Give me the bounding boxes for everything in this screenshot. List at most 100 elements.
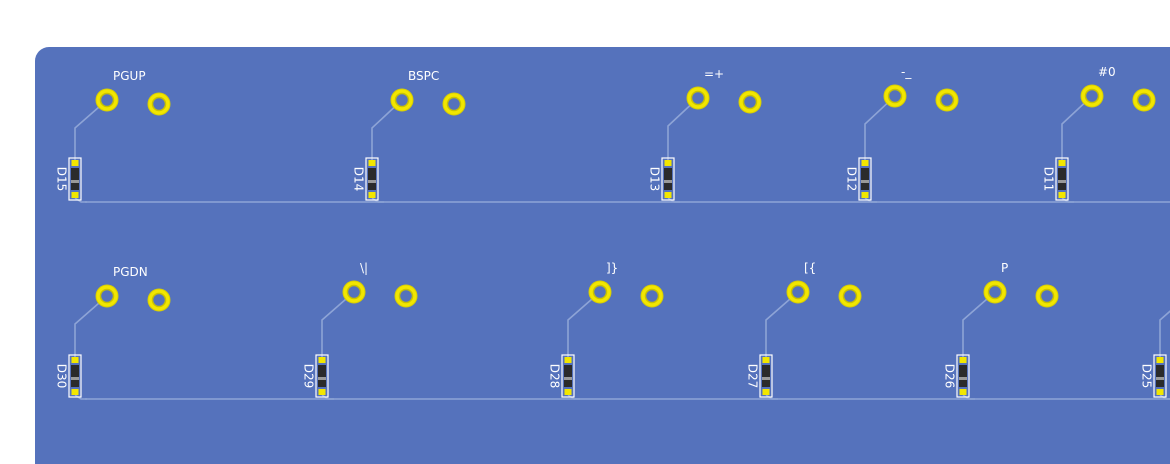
drill-hole bbox=[887, 88, 903, 104]
diode-footprint: D30 bbox=[55, 354, 82, 398]
column-trace bbox=[321, 291, 355, 357]
diode-label: D28 bbox=[548, 364, 562, 389]
diode-outline bbox=[759, 354, 773, 398]
diode-body bbox=[368, 168, 376, 190]
column-trace bbox=[74, 295, 108, 357]
diode-outline bbox=[661, 157, 675, 201]
key-switch-footprint: PGUP bbox=[95, 69, 171, 116]
diode-label: D15 bbox=[55, 167, 69, 192]
diode-footprint: D14 bbox=[352, 157, 379, 201]
diode-outline bbox=[956, 354, 970, 398]
drill-hole bbox=[346, 284, 362, 300]
diode-stripe bbox=[71, 180, 79, 183]
column-trace bbox=[371, 99, 403, 160]
diode-stripe bbox=[71, 377, 79, 380]
drill-hole bbox=[644, 288, 660, 304]
diode-label: D27 bbox=[746, 364, 760, 389]
diode-pad bbox=[1058, 192, 1066, 198]
diode-pad bbox=[368, 192, 376, 198]
diode-label: D30 bbox=[55, 364, 69, 389]
drill-hole bbox=[742, 94, 758, 110]
diode-footprint: D25 bbox=[1140, 354, 1167, 398]
diode-stripe bbox=[1058, 180, 1066, 183]
diode-pad bbox=[71, 160, 79, 166]
drill-hole bbox=[790, 284, 806, 300]
switch-label: ]} bbox=[606, 261, 618, 275]
drill-hole bbox=[592, 284, 608, 300]
diode-body bbox=[959, 365, 967, 387]
key-switch-footprint: P bbox=[983, 261, 1059, 308]
key-switch-footprint: BSPC bbox=[390, 69, 466, 116]
drill-hole bbox=[398, 288, 414, 304]
diode-outline bbox=[1055, 157, 1069, 201]
diode-pad bbox=[71, 389, 79, 395]
diode-label: D13 bbox=[648, 167, 662, 192]
diode-trace bbox=[567, 394, 580, 400]
column-trace bbox=[567, 291, 601, 357]
drill-hole bbox=[1039, 288, 1055, 304]
diode-outline bbox=[858, 157, 872, 201]
diode-pad bbox=[959, 389, 967, 395]
diode-body bbox=[861, 168, 869, 190]
key-switch-footprint: \| bbox=[342, 261, 418, 308]
diode-pad bbox=[1058, 160, 1066, 166]
diode-pad bbox=[1156, 389, 1164, 395]
diode-trace bbox=[962, 394, 975, 400]
column-trace bbox=[864, 95, 896, 160]
diode-label: D29 bbox=[302, 364, 316, 389]
diode-body bbox=[762, 365, 770, 387]
drill-hole bbox=[939, 92, 955, 108]
column-trace bbox=[765, 291, 799, 357]
diode-stripe bbox=[861, 180, 869, 183]
diode-pad bbox=[564, 357, 572, 363]
diode-label: D11 bbox=[1042, 167, 1056, 192]
drill-hole bbox=[842, 288, 858, 304]
diode-trace bbox=[74, 197, 87, 203]
diode-footprint: D28 bbox=[548, 354, 575, 398]
diode-footprint: D13 bbox=[648, 157, 675, 201]
diode-pad bbox=[762, 389, 770, 395]
diode-pad bbox=[318, 389, 326, 395]
switch-label: PGDN bbox=[113, 265, 148, 279]
key-switch-footprint: ]} bbox=[588, 261, 664, 308]
diode-stripe bbox=[959, 377, 967, 380]
diode-stripe bbox=[664, 180, 672, 183]
diode-outline bbox=[1153, 354, 1167, 398]
diode-trace bbox=[1159, 394, 1170, 400]
diode-pad bbox=[564, 389, 572, 395]
drill-hole bbox=[394, 92, 410, 108]
diode-body bbox=[564, 365, 572, 387]
key-switch-footprint: [{ bbox=[786, 261, 862, 308]
diode-footprint: D12 bbox=[845, 157, 872, 201]
diode-pad bbox=[368, 160, 376, 166]
diode-body bbox=[664, 168, 672, 190]
diode-footprint: D15 bbox=[55, 157, 82, 201]
diode-label: D12 bbox=[845, 167, 859, 192]
diode-pad bbox=[664, 160, 672, 166]
switch-label: BSPC bbox=[408, 69, 439, 83]
diode-pad bbox=[959, 357, 967, 363]
diode-body bbox=[71, 168, 79, 190]
drill-hole bbox=[1136, 92, 1152, 108]
diode-pad bbox=[71, 192, 79, 198]
diode-pad bbox=[861, 192, 869, 198]
diode-body bbox=[318, 365, 326, 387]
switch-label: P bbox=[1001, 261, 1008, 275]
diode-outline bbox=[315, 354, 329, 398]
switch-label: #0 bbox=[1098, 65, 1116, 79]
diode-body bbox=[1156, 365, 1164, 387]
column-trace bbox=[1061, 95, 1093, 160]
diode-pad bbox=[1156, 357, 1164, 363]
diode-stripe bbox=[762, 377, 770, 380]
drill-hole bbox=[446, 96, 462, 112]
key-switch-footprint: =+ bbox=[686, 67, 762, 114]
key-switch-footprint: -_ bbox=[883, 65, 959, 112]
diode-stripe bbox=[368, 180, 376, 183]
column-trace bbox=[74, 99, 108, 160]
drill-hole bbox=[151, 96, 167, 112]
diode-trace bbox=[321, 394, 334, 400]
diode-outline bbox=[68, 354, 82, 398]
key-switch-footprint: PGDN bbox=[95, 265, 171, 312]
drill-hole bbox=[151, 292, 167, 308]
